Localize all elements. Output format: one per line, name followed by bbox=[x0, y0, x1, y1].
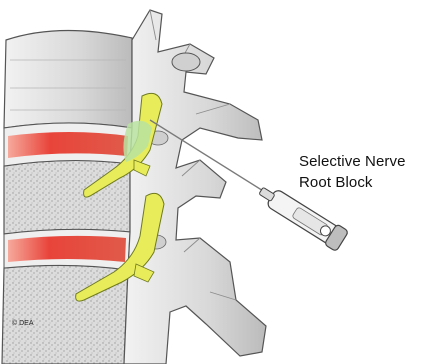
procedure-caption: Selective Nerve Root Block bbox=[299, 151, 435, 193]
posterior-elements bbox=[124, 10, 266, 364]
caption-line-1: Selective Nerve bbox=[299, 151, 435, 172]
intervertebral-disc-upper bbox=[4, 123, 132, 166]
vertebral-body-upper bbox=[4, 30, 132, 128]
caption-line-2: Root Block bbox=[299, 172, 435, 193]
intervertebral-disc-lower bbox=[4, 229, 130, 270]
copyright-mark: © DEA bbox=[12, 320, 34, 327]
